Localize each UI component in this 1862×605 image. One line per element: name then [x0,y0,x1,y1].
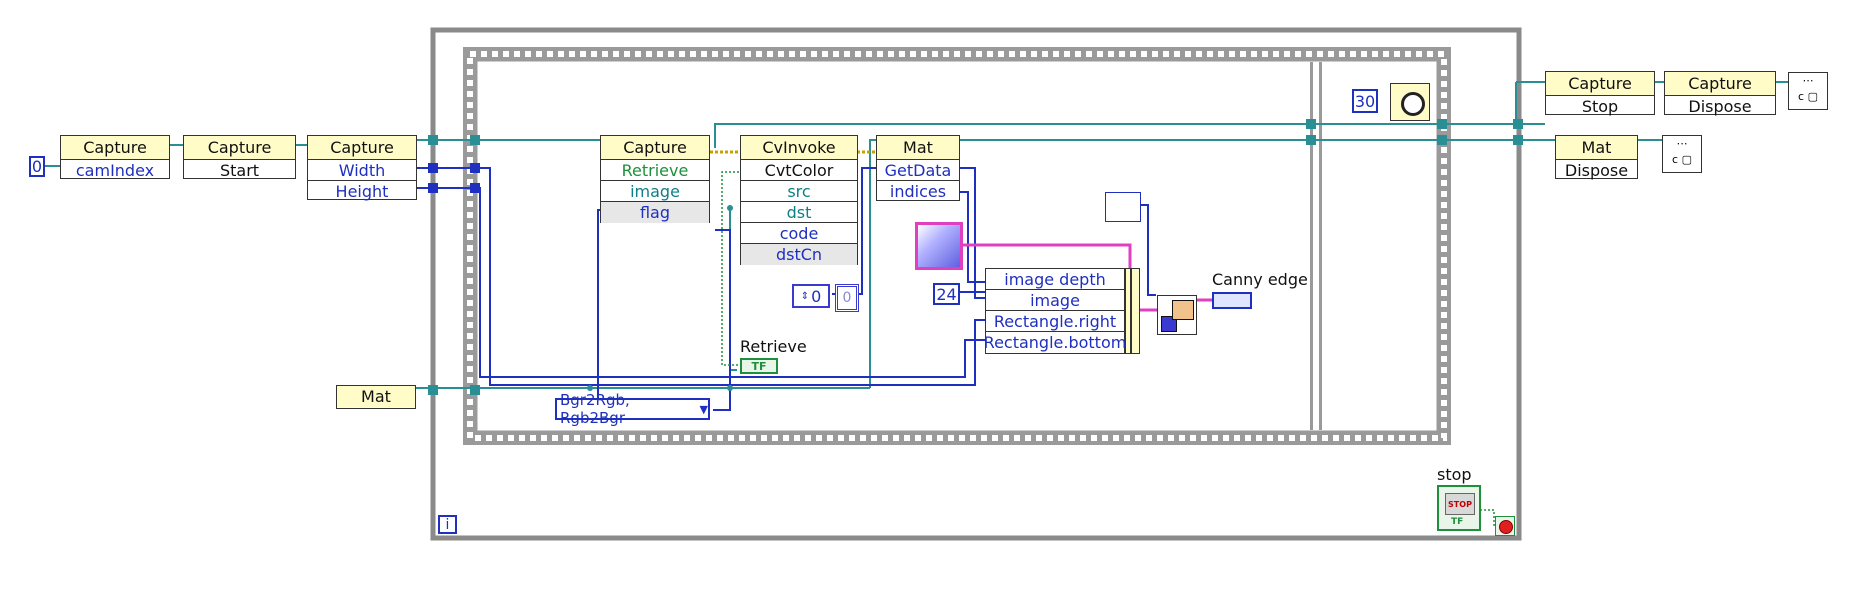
image-depth-constant[interactable]: 24 [933,283,960,305]
loop-tunnel [428,135,438,145]
capture-stop-node[interactable]: Capture Stop [1545,71,1655,116]
bundle-rectangle-right-field[interactable]: Rectangle.right [986,311,1124,332]
mat-getdata-node[interactable]: Mat GetData indices [876,135,960,201]
mat-getdata-method[interactable]: GetData [877,160,959,181]
mat-getdata-title: Mat [877,136,959,160]
canny-edge-indicator [1212,292,1252,309]
cvtcolor-src-param[interactable]: src [741,181,857,202]
error-handler-icon-2[interactable]: ⋯c ▢ [1662,135,1702,173]
stop-tf-text: TF [1451,517,1464,527]
mat-dispose-method[interactable]: Dispose [1564,161,1629,180]
retrieve-boolean-control[interactable]: TF [740,358,778,374]
cvtcolor-dstcn-param[interactable]: dstCn [741,244,857,265]
stop-label: stop [1437,465,1472,484]
capture-start-title: Capture [184,136,295,160]
cam-index-input[interactable]: camIndex [75,161,155,180]
capture-constructor-node[interactable]: Capture camIndex [60,135,170,180]
capture-height-property[interactable]: Height [335,182,389,201]
retrieve-tf-text: TF [751,359,767,373]
wait-ms-constant[interactable]: 30 [1352,89,1378,113]
draw-pixmap-icon[interactable] [1157,295,1197,335]
capture-property-title: Capture [308,136,416,160]
watch-icon [1401,92,1425,116]
retrieve-flag-param[interactable]: flag [601,202,709,223]
mat-constructor-node[interactable]: Mat [336,385,416,409]
dropdown-arrow-icon[interactable]: ▼ [699,402,708,416]
retrieve-image-param[interactable]: image [601,181,709,202]
index-value: 0 [811,286,822,306]
bundle-by-name-node[interactable]: image depth image Rectangle.right Rectan… [983,268,1127,354]
array-element-value: 0 [842,290,852,306]
loop-condition-icon[interactable] [1495,516,1515,536]
mat-getdata-indices-param[interactable]: indices [889,182,947,201]
cvinvoke-title: CvInvoke [741,136,857,160]
capture-property-node[interactable]: Capture Width Height [307,135,417,201]
cam-index-constant[interactable]: 0 [29,156,45,177]
loop-iteration-terminal: i [438,515,457,534]
while-loop-frame[interactable] [430,27,1522,541]
bundle-rectangle-bottom-field[interactable]: Rectangle.bottom [983,333,1127,352]
array-constant[interactable]: 0 [835,284,859,312]
color-conversion-enum-value: Bgr2Rgb, Rgb2Bgr [560,391,630,427]
capture-stop-method[interactable]: Stop [1581,97,1619,116]
wait-timer-icon[interactable] [1390,83,1430,121]
canny-edge-label: Canny edge [1212,270,1308,289]
stop-circle-icon [1499,520,1513,534]
capture-start-node[interactable]: Capture Start [183,135,296,180]
empty-numeric-indicator [1105,192,1141,222]
capture-stop-title: Capture [1546,72,1654,96]
bundle-connector-bar [1125,268,1140,354]
capture-retrieve-node[interactable]: Capture Retrieve image flag [600,135,710,223]
mat-dispose-title: Mat [1556,136,1637,160]
stop-button-control[interactable]: STOP TF [1437,485,1481,531]
mat-constructor-title: Mat [337,386,415,407]
capture-retrieve-title: Capture [601,136,709,160]
stop-button-text: STOP [1448,499,1472,509]
cvtcolor-code-param[interactable]: code [741,223,857,244]
capture-retrieve-method[interactable]: Retrieve [601,160,709,181]
capture-start-method[interactable]: Start [219,161,260,180]
retrieve-label: Retrieve [740,337,807,356]
mat-dispose-node[interactable]: Mat Dispose [1555,135,1638,180]
cvinvoke-node[interactable]: CvInvoke CvtColor src dst code dstCn [740,135,858,265]
capture-width-property[interactable]: Width [308,160,416,181]
cvtcolor-method[interactable]: CvtColor [741,160,857,181]
bundle-image-depth-field[interactable]: image depth [986,269,1124,290]
color-conversion-enum-constant[interactable]: Bgr2Rgb, Rgb2Bgr ▼ [555,391,710,427]
stop-button-face: STOP [1445,493,1475,515]
capture-dispose-title: Capture [1665,72,1775,96]
index-numeric-constant[interactable]: ⇕ 0 [792,284,830,308]
capture-dispose-method[interactable]: Dispose [1688,97,1752,116]
error-handler-icon[interactable]: ⋯c ▢ [1788,72,1828,110]
capture-dispose-node[interactable]: Capture Dispose [1664,71,1776,116]
cvtcolor-dst-param[interactable]: dst [741,202,857,223]
bundle-image-field[interactable]: image [986,290,1124,311]
picture-data-icon[interactable] [915,222,963,270]
index-increment-icon[interactable]: ⇕ [800,290,810,302]
capture-constructor-title: Capture [61,136,169,160]
